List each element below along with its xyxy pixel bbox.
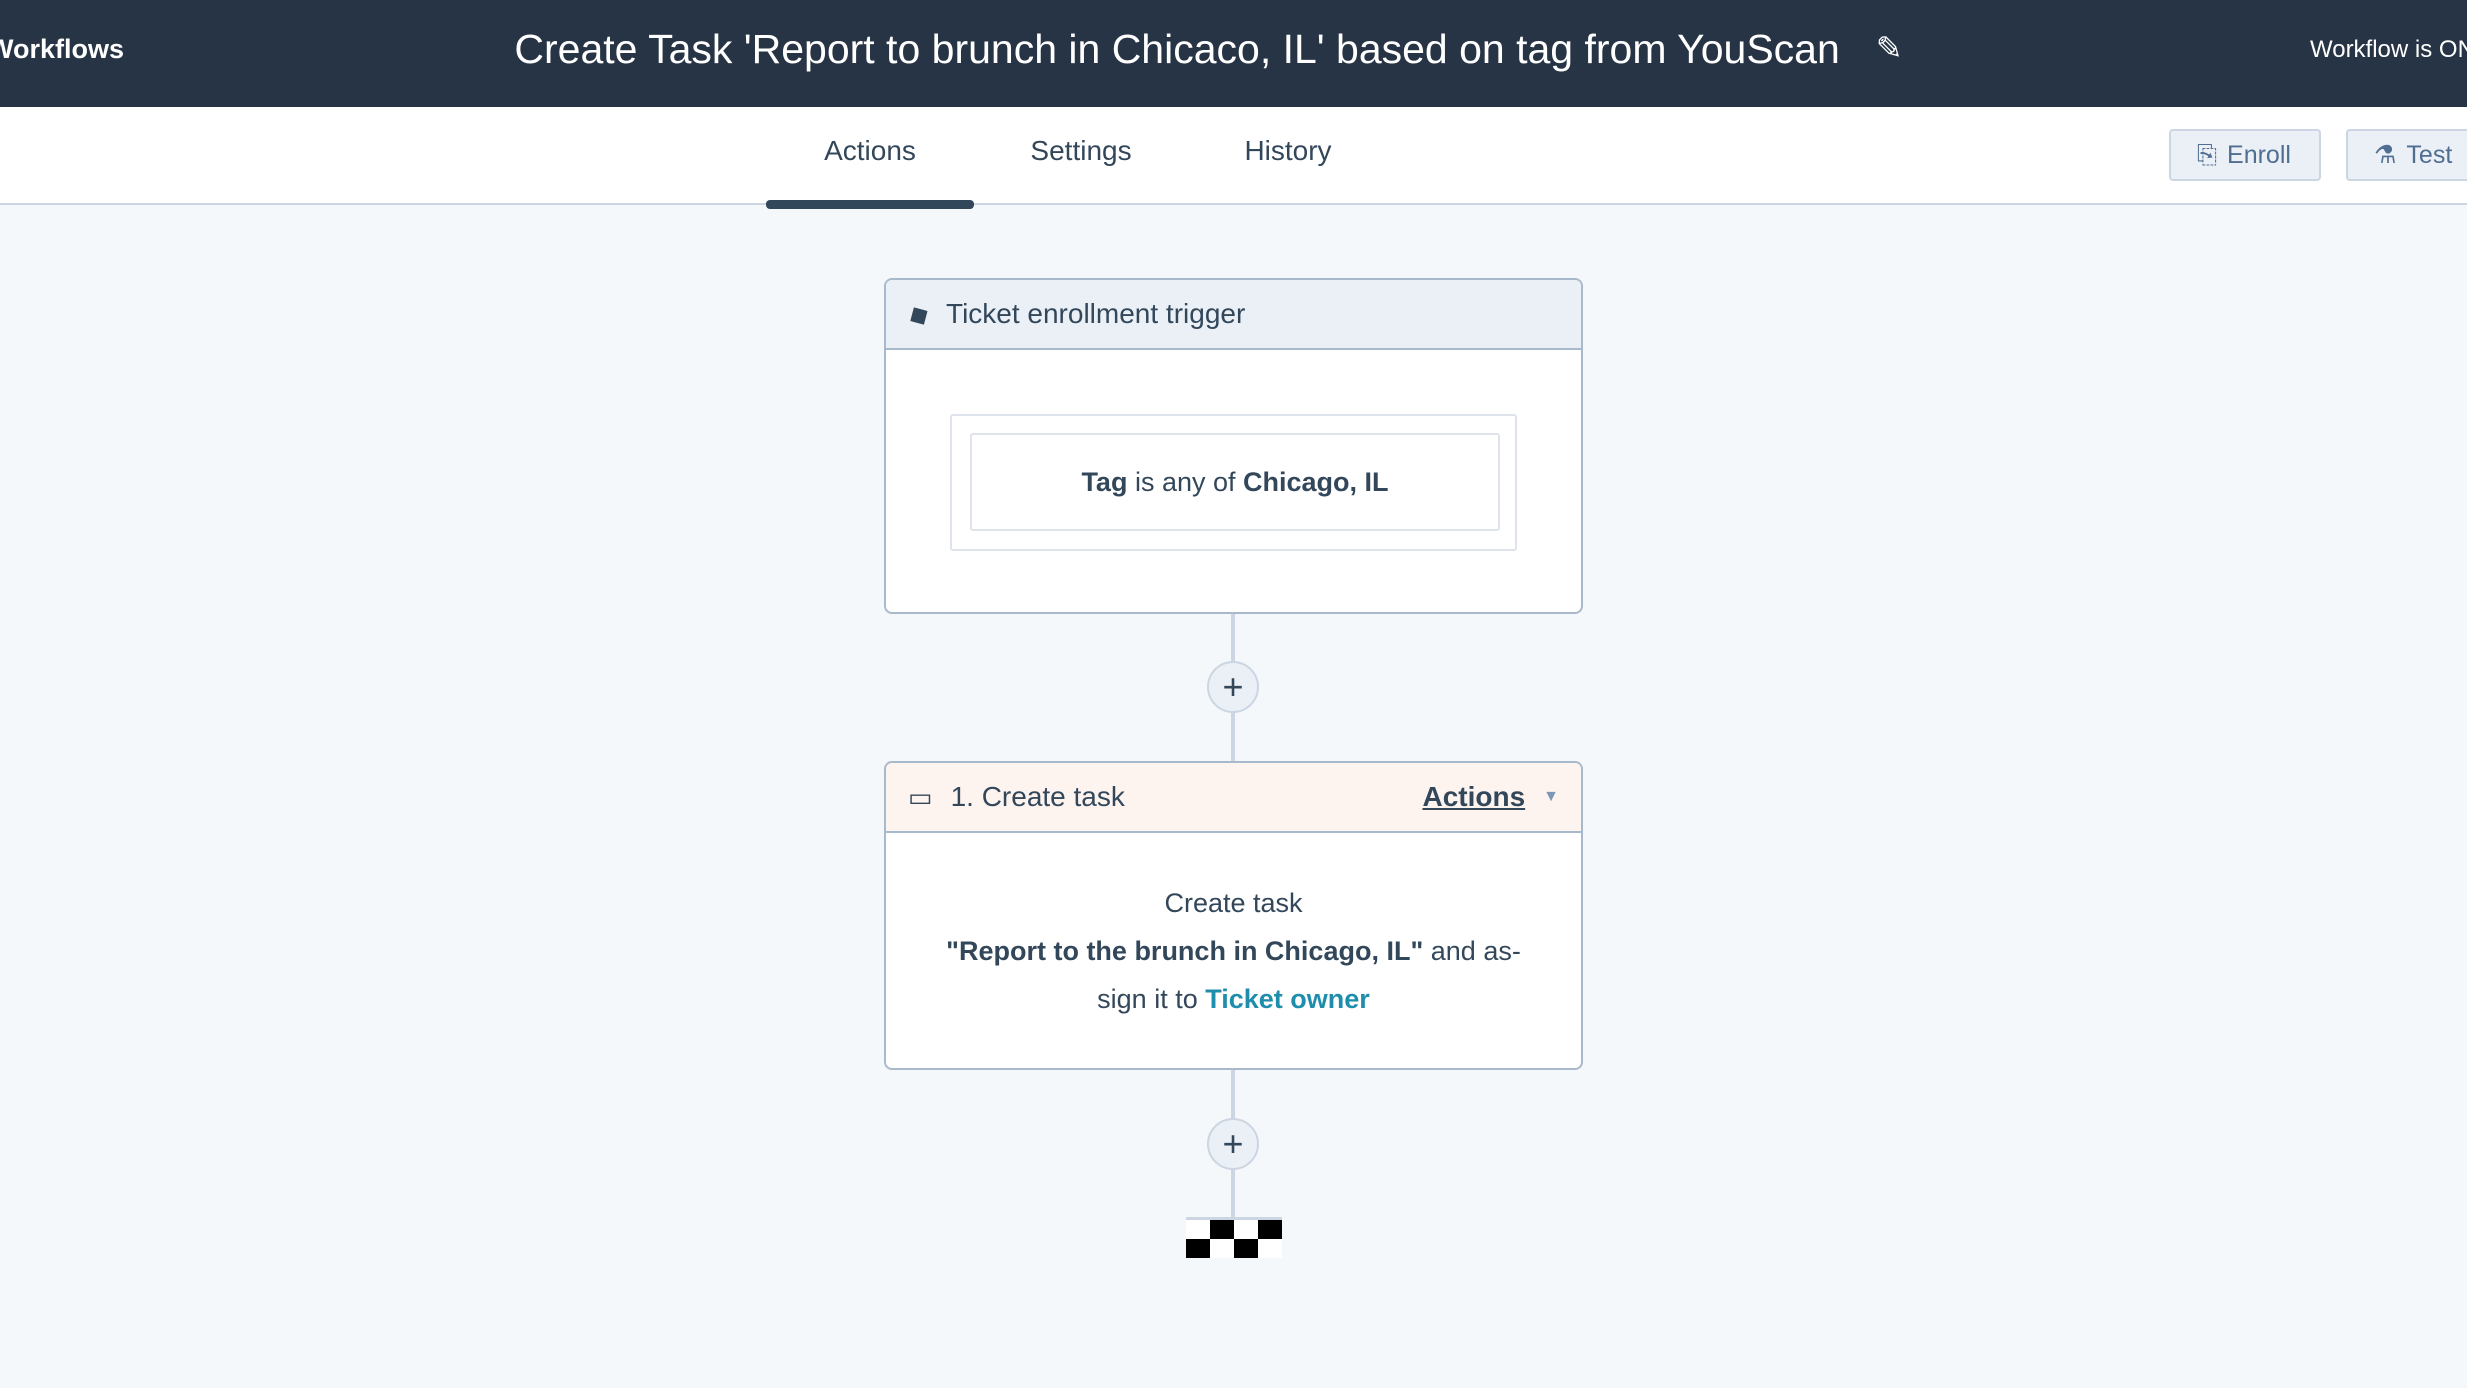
condition-filter[interactable]: Tag is any of Chicago, IL (970, 433, 1500, 531)
workflow-title-text: Create Task 'Report to brunch in Chicaco… (514, 26, 1840, 72)
add-action-button[interactable]: + (1207, 1118, 1259, 1170)
action-line-2: and as- (1430, 936, 1521, 966)
actions-dropdown[interactable]: Actions (1422, 781, 1525, 813)
assignee-link[interactable]: Ticket owner (1205, 984, 1370, 1014)
ticket-icon: ◆ (901, 295, 934, 332)
action-header: ▭ 1. Create task Actions ▼ (886, 763, 1581, 833)
enroll-label: Enroll (2227, 140, 2291, 169)
back-to-workflows-link[interactable]: Workflows (0, 34, 125, 64)
enroll-button[interactable]: ⎘ Enroll (2169, 129, 2321, 181)
action-description: Create task "Report to the brunch in Chi… (886, 833, 1581, 1023)
plus-icon: + (1222, 666, 1244, 707)
trigger-card[interactable]: ◆ Ticket enrollment trigger Tag is any o… (884, 278, 1583, 614)
condition-operator: is any of (1134, 466, 1236, 497)
top-bar: Workflows Create Task 'Report to brunch … (0, 0, 2467, 107)
flask-icon: ⚗ (2374, 141, 2397, 169)
trigger-header: ◆ Ticket enrollment trigger (886, 280, 1581, 350)
add-action-button[interactable]: + (1207, 661, 1259, 713)
condition-group: Tag is any of Chicago, IL (950, 414, 1517, 551)
enroll-icon: ⎘ (2197, 140, 2218, 169)
action-title: 1. Create task (950, 781, 1125, 812)
test-button[interactable]: ⚗ Test (2346, 129, 2467, 181)
test-label: Test (2406, 140, 2453, 169)
tab-actions[interactable]: Actions (824, 135, 916, 166)
action-line-3: sign it to (1097, 984, 1198, 1014)
tab-settings[interactable]: Settings (1030, 135, 1132, 166)
actions-dropdown-label: Actions (1422, 781, 1526, 812)
pencil-icon[interactable]: ✎ (1875, 30, 1903, 66)
workflow-status: Workflow is ON (2310, 36, 2467, 63)
tab-history[interactable]: History (1244, 135, 1332, 166)
finish-flag-icon (1186, 1217, 1282, 1258)
workflow-title: Create Task 'Report to brunch in Chicaco… (0, 26, 2467, 73)
condition-property: Tag (1081, 466, 1128, 497)
task-icon: ▭ (908, 781, 933, 812)
action-card[interactable]: ▭ 1. Create task Actions ▼ Create task "… (884, 761, 1583, 1070)
action-line-1: Create task (1164, 888, 1303, 918)
active-tab-indicator (766, 200, 974, 209)
tab-bar: Actions Settings History ⎘ Enroll ⚗ Test (0, 107, 2467, 209)
condition-value: Chicago, IL (1243, 466, 1389, 497)
task-name: "Report to the brunch in Chicago, IL" (946, 936, 1424, 966)
caret-down-icon[interactable]: ▼ (1543, 788, 1559, 805)
trigger-title: Ticket enrollment trigger (946, 298, 1246, 329)
plus-icon: + (1222, 1123, 1244, 1164)
